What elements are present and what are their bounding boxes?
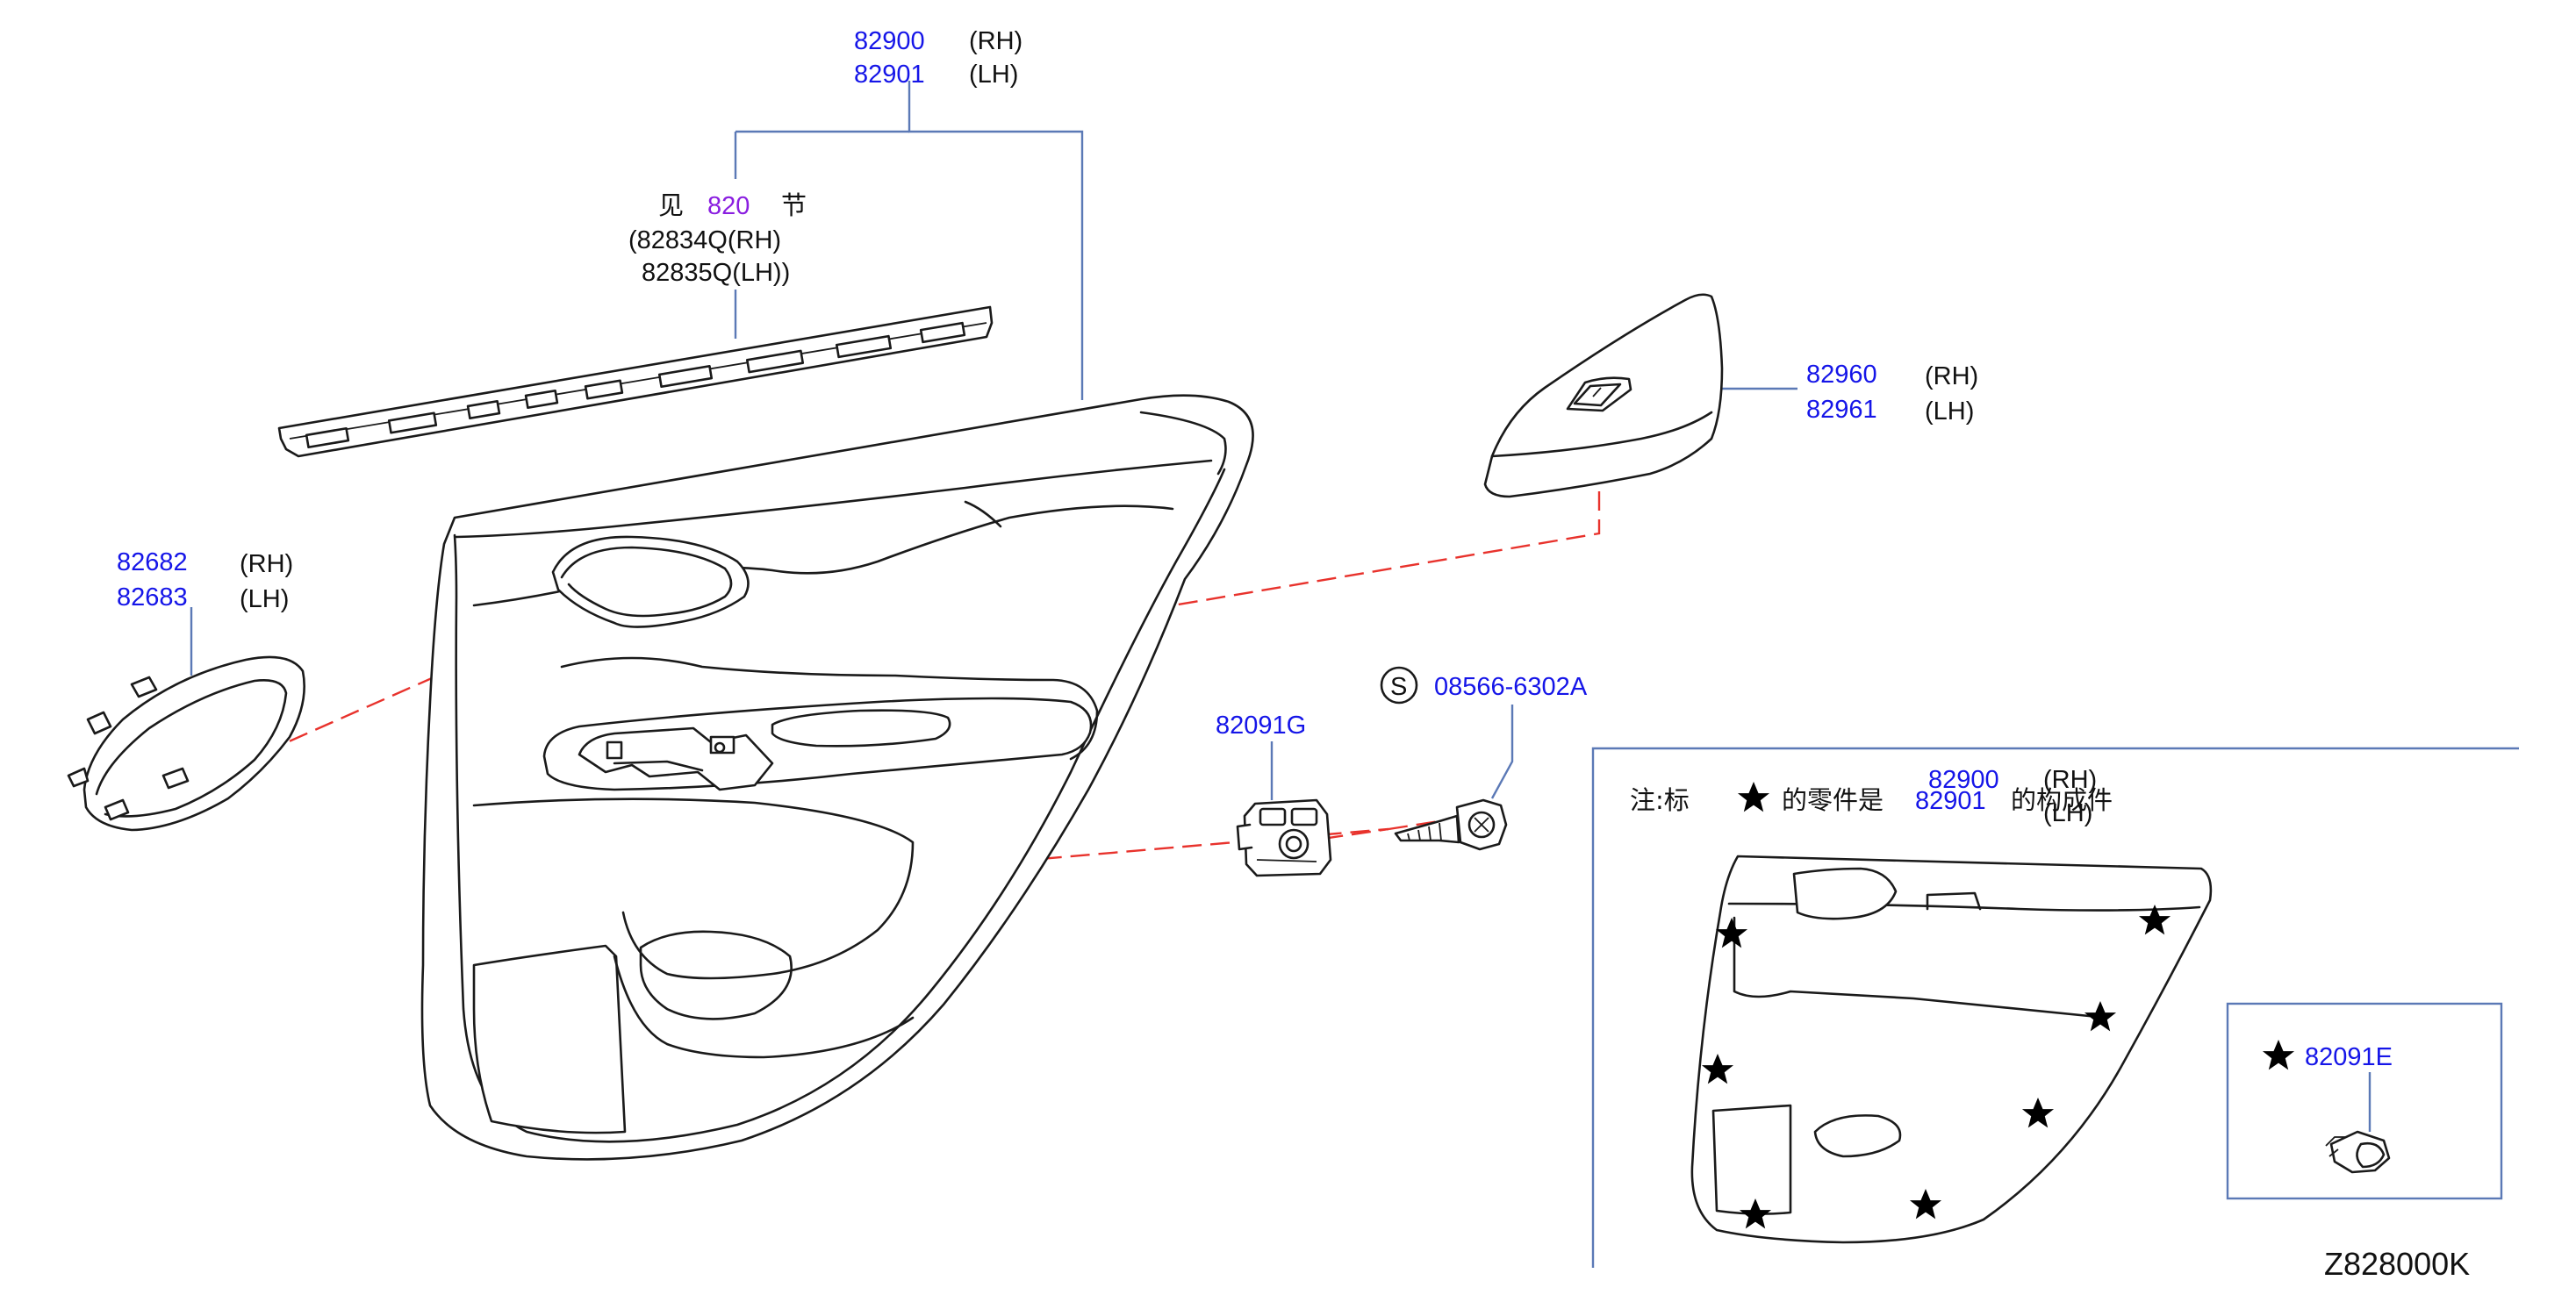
- callout-escutcheon-lh-tag: (LH): [240, 585, 289, 613]
- callout-sub-clip[interactable]: 82091E: [2305, 1043, 2393, 1071]
- callout-switch-lh[interactable]: 82961: [1806, 396, 1877, 424]
- star-icon: [1909, 1189, 1942, 1220]
- screw-part: [1394, 798, 1508, 851]
- callout-switch-rh[interactable]: 82960: [1806, 361, 1877, 389]
- star-icon: [1737, 782, 1770, 812]
- inset-note-suffix: 的构成件: [2011, 785, 2113, 815]
- star-icon: [1701, 1054, 1734, 1084]
- star-icon: [2262, 1040, 2295, 1070]
- screw-symbol: S: [1390, 673, 1407, 701]
- callout-escutcheon-lh[interactable]: 82683: [117, 583, 188, 612]
- window-switch-finisher-part: [1483, 293, 1724, 498]
- inset-note-lh[interactable]: 82901: [1915, 787, 1986, 815]
- callout-finisher-rh[interactable]: 82900: [854, 27, 925, 55]
- see-section-link[interactable]: 820: [707, 192, 750, 220]
- inset-note-rh[interactable]: 82900: [1928, 766, 1999, 794]
- inset-note-prefix: 注:标: [1630, 785, 1690, 815]
- inset-note-rh-tag: (RH): [2043, 766, 2097, 794]
- see-section-line2: 82835Q(LH)): [642, 259, 790, 287]
- callout-switch-rh-tag: (RH): [1925, 362, 1978, 390]
- star-icon: [2084, 1001, 2117, 1032]
- see-section-prefix: 见: [658, 190, 684, 220]
- callout-escutcheon-rh-tag: (RH): [240, 550, 293, 578]
- inset-note-lh-tag: (LH): [2043, 799, 2092, 827]
- inset-note-mid: 的零件是: [1782, 785, 1884, 815]
- screw-symbol-circle: [1380, 666, 1418, 705]
- inset-stars: [1701, 905, 2171, 1229]
- star-icon: [2138, 905, 2171, 935]
- diagram-id: Z828000K: [2324, 1246, 2470, 1282]
- door-finisher-part: [420, 394, 1254, 1161]
- star-icon: [2021, 1098, 2055, 1128]
- callout-clip[interactable]: 82091G: [1216, 712, 1306, 740]
- inside-handle-escutcheon-part: [67, 655, 305, 832]
- star-icon: [1715, 918, 1748, 948]
- star-icon: [1739, 1198, 1772, 1229]
- see-section-suffix: 节: [781, 190, 807, 220]
- callout-screw[interactable]: 08566-6302A: [1434, 673, 1588, 701]
- see-section-line1: (82834Q(RH): [628, 226, 781, 254]
- leader-lines: [190, 81, 2371, 1132]
- clip-82091G-part: [1236, 798, 1332, 877]
- belt-moulding-part: [277, 305, 994, 458]
- callout-finisher-rh-tag: (RH): [969, 27, 1023, 55]
- callout-escutcheon-rh[interactable]: 82682: [117, 548, 188, 576]
- callout-switch-lh-tag: (LH): [1925, 397, 1974, 426]
- inset-panel: [1591, 747, 2519, 1268]
- moulding-clips: [305, 321, 966, 449]
- callout-finisher-lh-tag: (LH): [969, 61, 1018, 89]
- callout-finisher-lh[interactable]: 82901: [854, 61, 925, 89]
